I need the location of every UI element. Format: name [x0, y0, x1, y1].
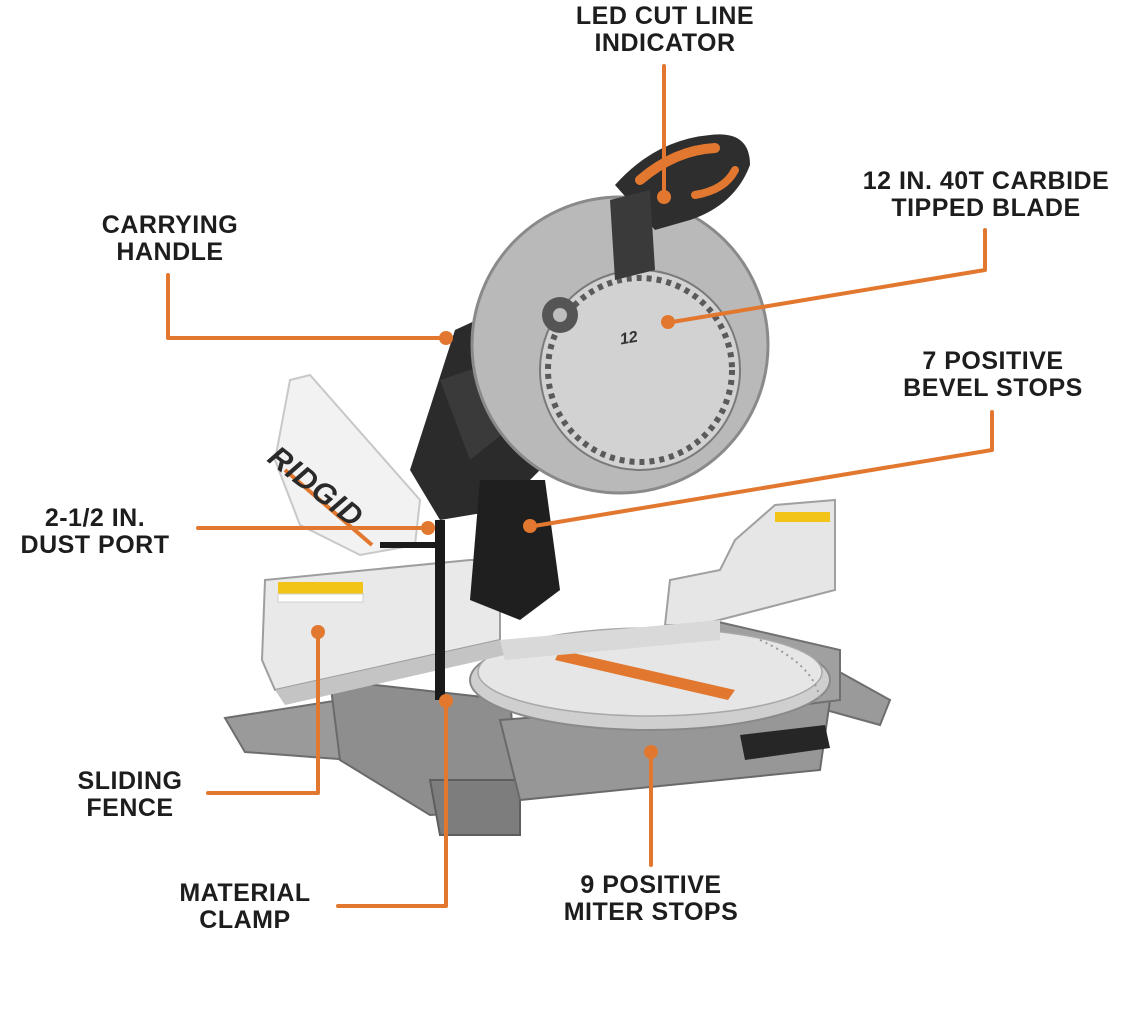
- callout-handle-line1: CARRYING: [101, 211, 239, 239]
- callout-sliding-fence: SLIDING FENCE: [60, 768, 200, 822]
- callout-dust-line1: 2-1/2 IN.: [44, 504, 146, 532]
- blade-leader: [670, 228, 987, 324]
- callout-led-line2: INDICATOR: [594, 29, 736, 57]
- callout-carrying-handle: CARRYING HANDLE: [75, 212, 265, 266]
- handle-dot: [439, 331, 453, 345]
- dust-bag: [273, 373, 422, 557]
- callout-clamp-line2: CLAMP: [199, 906, 291, 934]
- callout-miter-line2: MITER STOPS: [563, 898, 739, 926]
- fence-leader: [206, 634, 320, 795]
- led-dot: [657, 190, 671, 204]
- callout-dust-port: 2-1/2 IN. DUST PORT: [0, 505, 190, 559]
- callout-miter-line1: 9 POSITIVE: [580, 871, 722, 899]
- callout-bevel-line1: 7 POSITIVE: [922, 347, 1064, 375]
- clamp-leader: [336, 703, 448, 908]
- callout-handle-line2: HANDLE: [116, 238, 224, 266]
- bevel-leader: [532, 410, 994, 528]
- callout-led-cut-line-indicator: LED CUT LINE INDICATOR: [545, 3, 785, 57]
- miter-dot: [644, 745, 658, 759]
- sliding-fence-right: [500, 498, 836, 660]
- callout-led-line1: LED CUT LINE: [575, 2, 755, 30]
- callout-miter-stops: 9 POSITIVE MITER STOPS: [538, 872, 764, 926]
- callout-blade-line1: 12 IN. 40T CARBIDE: [862, 167, 1110, 195]
- callout-bevel-line2: BEVEL STOPS: [903, 374, 1083, 402]
- callout-dust-line2: DUST PORT: [20, 531, 170, 559]
- callout-bevel-stops: 7 POSITIVE BEVEL STOPS: [878, 348, 1108, 402]
- callout-material-clamp: MATERIAL CLAMP: [150, 880, 340, 934]
- clamp-dot: [439, 694, 453, 708]
- callout-carbide-blade: 12 IN. 40T CARBIDE TIPPED BLADE: [833, 168, 1139, 222]
- fence-dot: [311, 625, 325, 639]
- dust-dot: [421, 521, 435, 535]
- callout-fence-line2: FENCE: [86, 794, 174, 822]
- blade-dot: [661, 315, 675, 329]
- bevel-dot: [523, 519, 537, 533]
- top-handle: [610, 134, 750, 280]
- callout-clamp-line1: MATERIAL: [179, 879, 311, 907]
- callout-blade-line2: TIPPED BLADE: [891, 194, 1081, 222]
- handle-leader: [166, 273, 444, 340]
- callout-fence-line1: SLIDING: [77, 767, 183, 795]
